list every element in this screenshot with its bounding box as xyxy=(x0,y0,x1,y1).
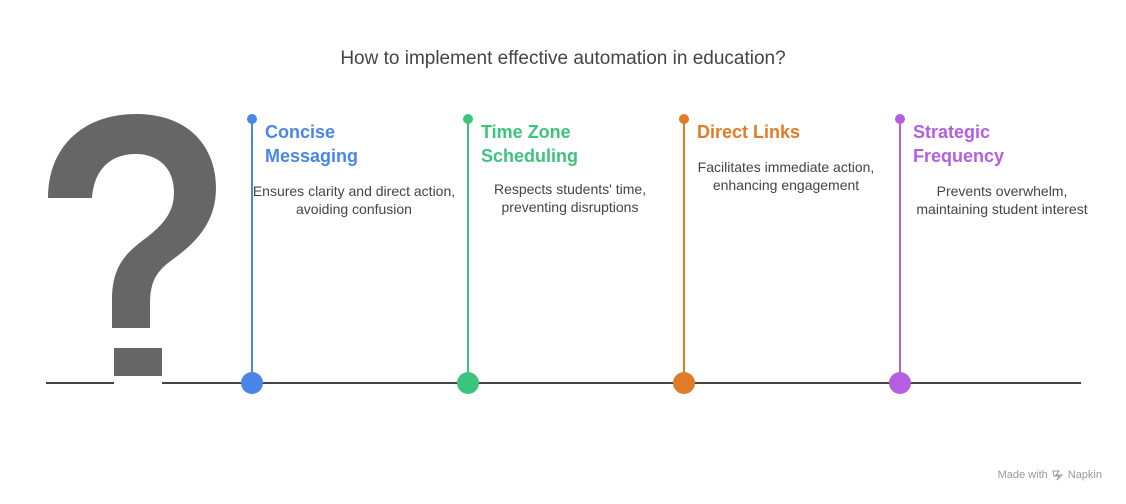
made-with-napkin-footer: Made with Napkin xyxy=(998,469,1102,481)
step-title-line: Scheduling xyxy=(481,146,579,166)
step-title: Concise Messaging xyxy=(265,120,445,168)
step-title-line: Messaging xyxy=(265,146,359,166)
step-strategic-frequency: Strategic Frequency Prevents overwhelm, … xyxy=(889,114,1094,396)
timeline-baseline xyxy=(46,382,1081,384)
step-direct-links: Direct Links Facilitates immediate actio… xyxy=(673,114,878,396)
step-title-line: Strategic xyxy=(913,122,991,142)
step-milestone-dot xyxy=(673,372,695,394)
step-top-dot xyxy=(679,114,689,124)
step-description: Ensures clarity and direct action, avoid… xyxy=(252,183,456,217)
step-title-line: Direct Links xyxy=(697,122,801,142)
made-with-label: Made with xyxy=(997,469,1048,481)
step-stem xyxy=(467,120,469,378)
step-title: Direct Links xyxy=(697,120,877,144)
step-top-dot xyxy=(247,114,257,124)
step-title-line: Frequency xyxy=(913,146,1005,166)
napkin-brand-label: Napkin xyxy=(1067,469,1102,481)
baseline-gap xyxy=(114,376,162,388)
step-time-zone-scheduling: Time Zone Scheduling Respects students' … xyxy=(457,114,662,396)
step-concise-messaging: Concise Messaging Ensures clarity and di… xyxy=(241,114,455,396)
step-description: Facilitates immediate action, enhancing … xyxy=(697,159,875,193)
step-title-line: Time Zone xyxy=(481,122,571,142)
step-top-dot xyxy=(463,114,473,124)
step-title: Strategic Frequency xyxy=(913,120,1093,168)
step-title-line: Concise xyxy=(265,122,336,142)
step-milestone-dot xyxy=(457,372,479,394)
step-title: Time Zone Scheduling xyxy=(481,120,661,168)
step-stem xyxy=(899,120,901,378)
step-milestone-dot xyxy=(889,372,911,394)
page-title: How to implement effective automation in… xyxy=(340,48,786,69)
napkin-logo-icon xyxy=(1052,470,1063,481)
step-description: Prevents overwhelm, maintaining student … xyxy=(916,183,1088,217)
step-stem xyxy=(251,120,253,378)
step-top-dot xyxy=(895,114,905,124)
question-mark-icon xyxy=(48,114,216,384)
step-stem xyxy=(683,120,685,378)
step-milestone-dot xyxy=(241,372,263,394)
step-description: Respects students' time, preventing disr… xyxy=(493,181,647,215)
